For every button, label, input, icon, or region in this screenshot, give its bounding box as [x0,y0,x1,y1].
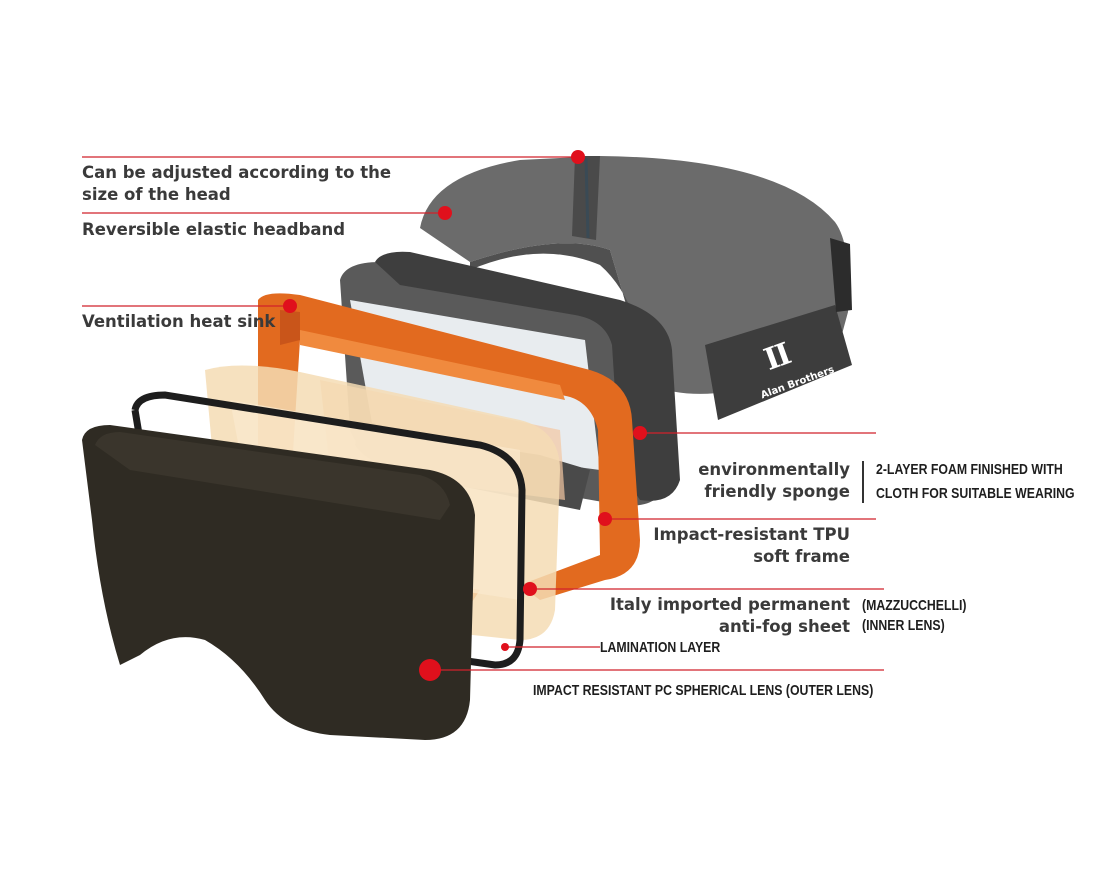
divider-bar [862,461,864,503]
label-foam-1: 2-LAYER FOAM FINISHED WITH [876,461,1063,478]
dot-headband [438,206,452,220]
label-outer-lens: IMPACT RESISTANT PC SPHERICAL LENS (OUTE… [533,682,874,699]
dot-antifog [523,582,537,596]
callout-lines [82,156,884,671]
label-lamination: LAMINATION LAYER [600,639,721,656]
dot-lamination [501,643,509,651]
dot-tpu [598,512,612,526]
label-sponge-1: environmentally [698,460,850,479]
label-head-adjust-2: size of the head [82,185,231,204]
label-headband: Reversible elastic headband [82,220,346,239]
label-foam-2: CLOTH FOR SUITABLE WEARING [876,485,1075,502]
label-antifog-2: anti-fog sheet [718,617,850,636]
label-inner-2: (INNER LENS) [862,617,945,634]
label-inner-1: (MAZZUCCHELLI) [862,597,967,614]
dot-sponge [633,426,647,440]
label-tpu-1: Impact-resistant TPU [653,525,850,544]
dot-ventilation [283,299,297,313]
headband-strap [420,156,852,420]
dot-outer-lens [419,659,441,681]
callout-dots [283,150,647,681]
label-head-adjust-1: Can be adjusted according to the [82,163,392,182]
outer-lens [82,425,475,740]
label-antifog-1: Italy imported permanent [609,595,850,614]
dot-head-adjust [571,150,585,164]
label-tpu-2: soft frame [753,547,850,566]
label-ventilation: Ventilation heat sink [82,312,276,331]
label-sponge-2: friendly sponge [704,482,850,501]
